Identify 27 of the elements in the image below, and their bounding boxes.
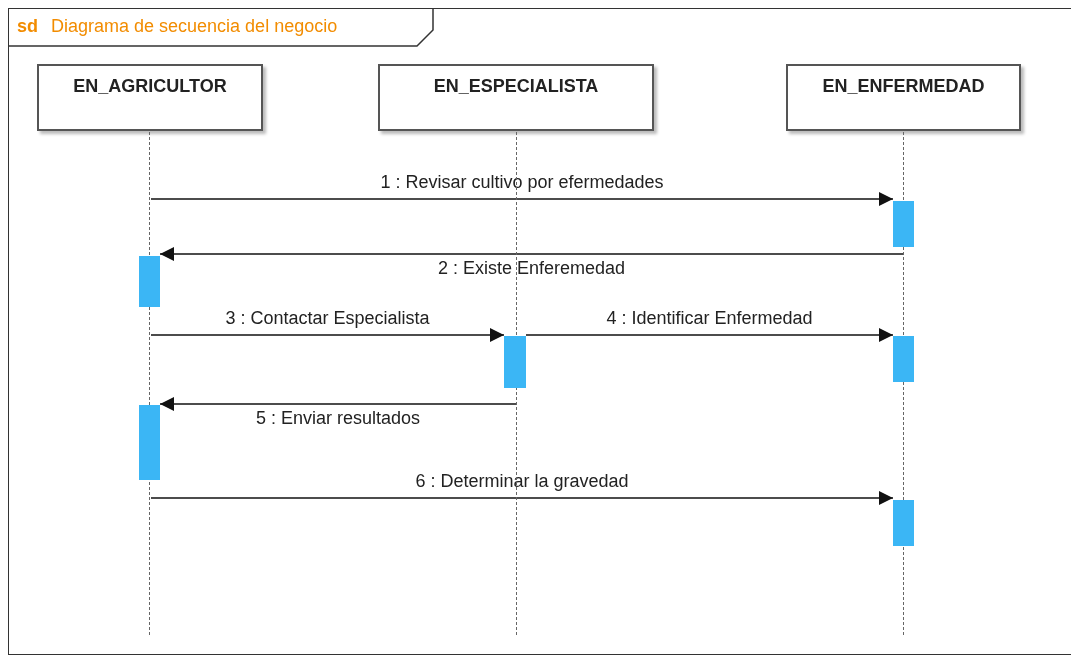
message-label: 3 : Contactar Especialista [225, 308, 430, 329]
message-label: 2 : Existe Enferemedad [437, 258, 626, 279]
frame [8, 8, 1071, 655]
lifeline [149, 132, 151, 635]
frame-title: Diagrama de secuencia del negocio [51, 16, 338, 37]
message-label: 1 : Revisar cultivo por efermedades [380, 172, 664, 193]
activation-bar [139, 256, 160, 307]
lifeline [516, 132, 518, 635]
message-arrow [525, 328, 894, 342]
activation-bar [893, 336, 914, 382]
lifeline [903, 132, 905, 635]
frame-keyword: sd [17, 16, 38, 37]
message-label: 6 : Determinar la gravedad [415, 471, 629, 492]
activation-bar [893, 500, 914, 546]
message-arrow [150, 491, 894, 505]
message-arrow [159, 397, 517, 411]
activation-bar [893, 201, 914, 247]
activation-bar [504, 336, 526, 388]
lifeline-head: EN_ENFERMEDAD [786, 64, 1021, 131]
lifeline-head: EN_AGRICULTOR [37, 64, 263, 131]
message-arrow [150, 192, 894, 206]
message-arrow [150, 328, 505, 342]
activation-bar [139, 405, 160, 480]
lifeline-head: EN_ESPECIALISTA [378, 64, 654, 131]
message-label: 5 : Enviar resultados [255, 408, 421, 429]
message-arrow [159, 247, 904, 261]
message-label: 4 : Identificar Enfermedad [606, 308, 813, 329]
